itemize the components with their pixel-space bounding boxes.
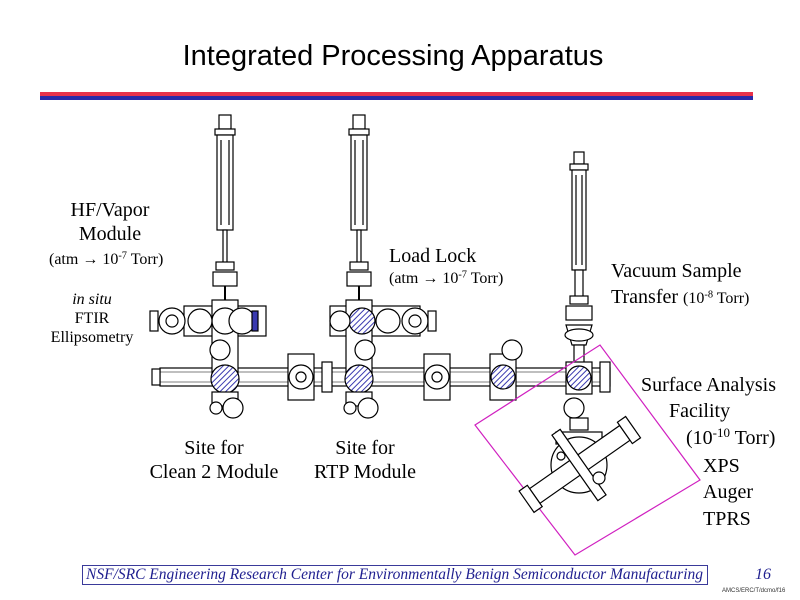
- hf-vapor-line1: HF/Vapor: [70, 199, 150, 221]
- vacuum-transfer-title: Vacuum Sample: [611, 260, 742, 282]
- page-number: 16: [755, 566, 771, 583]
- surface-analysis-title: Surface Analysis: [641, 374, 776, 396]
- clean2-line2: Clean 2 Module: [149, 461, 279, 483]
- title-rule-blue: [40, 96, 753, 100]
- doc-id: AMCS/ERC/T/dcmo/f16: [722, 588, 786, 594]
- ftir-label: FTIR: [74, 310, 110, 328]
- manipulator-loadlock: [346, 114, 372, 300]
- clean2-line1: Site for: [184, 437, 244, 459]
- hf-vapor-line2: Module: [78, 223, 142, 245]
- load-lock-title: Load Lock: [389, 245, 477, 267]
- tprs-label: TPRS: [703, 508, 751, 530]
- ellipsometry-label: Ellipsometry: [50, 329, 134, 347]
- vacuum-transfer-cross: [563, 361, 593, 431]
- hf-vapor-pressure: (atm → 10-7 Torr): [49, 250, 164, 268]
- clean2-site-label: Site for Clean 2 Module: [138, 436, 290, 484]
- footer-box: [82, 565, 708, 585]
- gate-valves: [287, 339, 611, 401]
- surface-analysis-chamber: [474, 344, 701, 556]
- surface-analysis-pressure: (10-10 Torr): [686, 424, 776, 449]
- vacuum-transfer-pressure: Transfer (10-8 Torr): [611, 286, 750, 308]
- manipulator-hf: [212, 114, 238, 300]
- slide-title: Integrated Processing Apparatus: [182, 40, 604, 72]
- hf-module-chamber: [149, 299, 267, 419]
- rtp-line1: Site for: [335, 437, 395, 459]
- footer-text: NSF/SRC Engineering Research Center for …: [86, 566, 704, 583]
- manipulator-vacuum-transfer: [564, 151, 594, 366]
- xps-label: XPS: [703, 455, 740, 477]
- loadlock-chamber: [329, 299, 437, 419]
- rtp-line2: RTP Module: [314, 461, 416, 483]
- auger-label: Auger: [703, 481, 753, 503]
- in-situ-label: in situ: [72, 291, 112, 308]
- title-rule-red: [40, 92, 753, 96]
- load-lock-pressure: (atm → 10-7 Torr): [389, 269, 504, 287]
- hf-vapor-title: HF/Vapor Module: [40, 198, 180, 246]
- surface-analysis-facility: Facility: [669, 400, 731, 422]
- ftir-ellipsometry-label: in situ FTIR Ellipsometry: [40, 290, 144, 348]
- rtp-site-label: Site for RTP Module: [300, 436, 430, 484]
